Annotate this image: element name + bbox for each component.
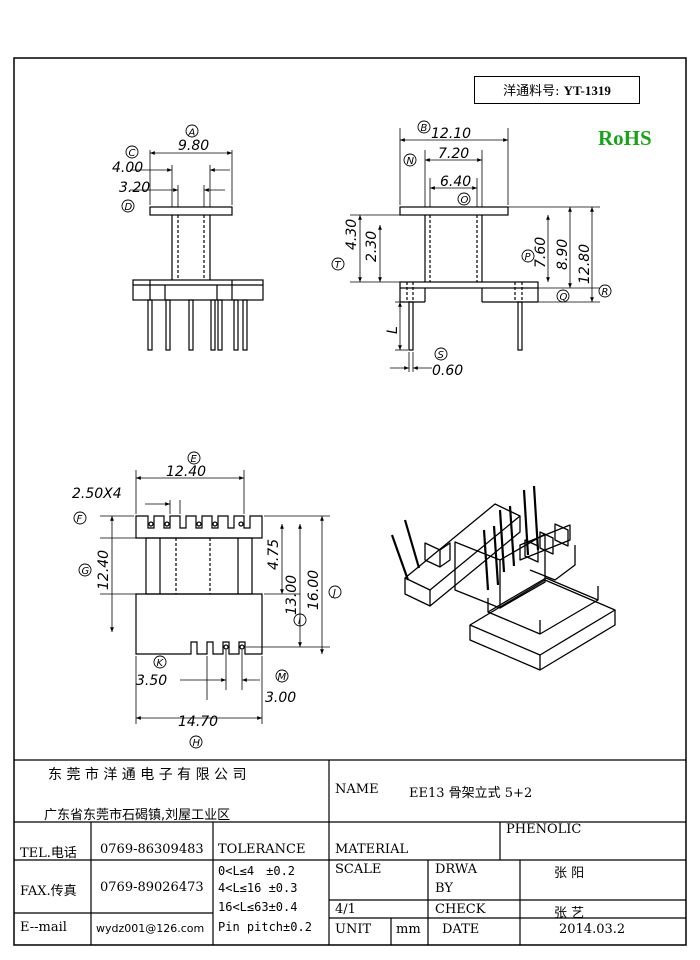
check-value: 张 艺 (554, 906, 585, 921)
dim-j-label: J (331, 588, 336, 599)
check-label: CHECK (435, 902, 486, 917)
dim-h-value: 14.70 (178, 714, 218, 730)
tel-value: 0769-86309483 (100, 842, 204, 857)
tolerance-row-3: 16<L≤63±0.4 (218, 900, 298, 914)
dim-b-value: 12.10 (431, 126, 471, 142)
dim-e-label: E (191, 454, 198, 465)
dim-a-value: 9.80 (178, 138, 209, 154)
dim-a-label: A (188, 128, 196, 139)
material-value: PHENOLIC (506, 822, 582, 837)
drwa-value: 张 阳 (554, 866, 585, 881)
dim-c-value: 4.00 (112, 160, 143, 176)
dim-p-value: 7.60 (533, 237, 549, 268)
title-block-grid (14, 759, 686, 945)
scale-value: 4/1 (335, 902, 356, 917)
name-value: EE13 骨架立式 5+2 (409, 786, 533, 801)
part-number-value: YT-1319 (563, 83, 611, 98)
date-value: 2014.03.2 (559, 922, 626, 937)
dim-l-label: L (385, 326, 401, 334)
dim-g-value: 12.40 (96, 550, 112, 590)
dim-q-label: Q (560, 292, 568, 303)
name-label: NAME (335, 782, 379, 797)
dim-j-value: 16.00 (306, 570, 322, 610)
tolerance-label: TOLERANCE (218, 842, 306, 857)
dim-o-value: 6.40 (440, 174, 471, 190)
dim-i-label: I (298, 616, 301, 627)
dim-c-label: C (129, 148, 136, 159)
dim-b-label: B (421, 123, 428, 134)
front-view (130, 150, 264, 351)
dim-f-value: 2.50X4 (72, 486, 122, 502)
dim-d-label: D (125, 202, 133, 213)
email-value: wydz001@126.com (96, 922, 205, 935)
tel-label: TEL.电话 (20, 846, 77, 861)
dim-q-value: 8.90 (555, 239, 571, 270)
drwa-label: DRWA (435, 862, 478, 877)
dim-k-label: K (157, 658, 165, 669)
dim-d-value: 3.20 (119, 180, 150, 196)
dim-i-value: 13.00 (284, 575, 300, 615)
tolerance-row-2: 4<L≤16 ±0.3 (218, 881, 298, 895)
email-label: E--mail (20, 920, 67, 935)
dim-e-value: 12.40 (166, 464, 206, 480)
company-name: 东 莞 市 洋 通 电 子 有 限 公 司 (48, 767, 247, 783)
rohs-mark: RoHS (598, 126, 652, 150)
dim-r-label: R (602, 287, 609, 298)
title-block: 东 莞 市 洋 通 电 子 有 限 公 司 广东省东莞市石碣镇,刘屋工业区 NA… (14, 760, 686, 945)
dim-n-value: 7.20 (438, 146, 469, 162)
dim-s-label: S (438, 350, 445, 361)
dim-p-label: P (525, 252, 532, 263)
dim-i2-value: 4.75 (266, 539, 282, 570)
top-view (100, 470, 330, 724)
part-number-box: 洋通料号: YT-1319 (474, 76, 640, 104)
dim-t-label: T (335, 260, 342, 271)
dim-o-label: O (461, 195, 469, 206)
tolerance-row-4: Pin pitch±0.2 (218, 920, 312, 934)
isometric-view (390, 485, 616, 671)
dim-g-label: G (82, 566, 90, 577)
dim-t2-value: 2.30 (364, 231, 380, 262)
unit-value: mm (396, 922, 421, 937)
dim-s-value: 0.60 (432, 363, 463, 379)
unit-label: UNIT (335, 922, 372, 937)
fax-label: FAX.传真 (20, 884, 77, 899)
drwa-label-by: BY (435, 881, 453, 896)
side-view (350, 128, 600, 372)
company-address: 广东省东莞市石碣镇,刘屋工业区 (44, 808, 231, 823)
tolerance-row-1: 0<L≤4 ±0.2 (218, 864, 296, 878)
dim-m-label: M (278, 672, 287, 683)
part-number-label: 洋通料号: (503, 84, 560, 99)
drawing-frame (13, 57, 687, 946)
dim-k-value: 3.50 (136, 673, 167, 689)
dim-f-label: F (77, 514, 83, 525)
fax-value: 0769-89026473 (100, 880, 204, 895)
scale-label: SCALE (335, 862, 382, 877)
dim-h-label: H (193, 738, 201, 749)
dim-t-value: 4.30 (344, 219, 360, 250)
dim-n-label: N (407, 156, 415, 167)
material-label: MATERIAL (335, 842, 409, 857)
dim-m-value: 3.00 (265, 690, 296, 706)
dim-r-value: 12.80 (577, 244, 593, 284)
date-label: DATE (442, 922, 480, 937)
